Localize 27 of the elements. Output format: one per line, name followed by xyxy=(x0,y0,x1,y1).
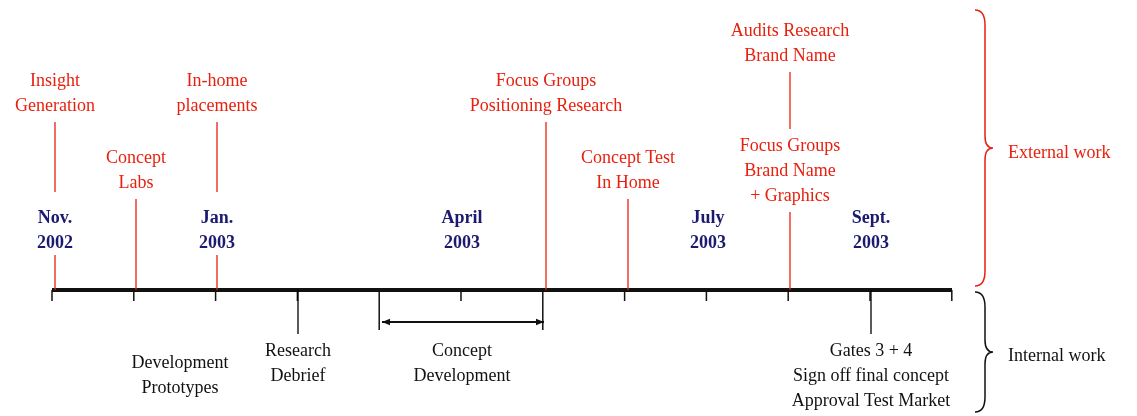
leader-line xyxy=(627,198,629,291)
leader-line xyxy=(216,121,218,291)
milestone-label: Research Debrief xyxy=(265,338,331,388)
milestone-label: Audits Research Brand Name xyxy=(730,18,850,68)
leader-line xyxy=(135,198,137,291)
milestone-label: In-home placements xyxy=(176,68,258,118)
month-label: Nov. 2002 xyxy=(37,206,73,254)
leader-line xyxy=(870,289,872,335)
note-text: Development Prototypes xyxy=(131,351,229,399)
note-text: Concept Development xyxy=(413,339,511,387)
leader-line xyxy=(545,121,547,291)
milestone-label: Gates 3 + 4 Sign off final concept Approval Test Market xyxy=(791,338,951,413)
month-label: Jan. 2003 xyxy=(199,206,235,254)
month-label: Sept. 2003 xyxy=(851,206,891,254)
milestone-label: Concept Test In Home xyxy=(581,145,675,195)
group-label: External work xyxy=(1008,141,1111,164)
leader-line xyxy=(54,121,56,291)
leader-line xyxy=(789,211,791,291)
milestone-label: Concept Labs xyxy=(106,145,166,195)
leader-line xyxy=(297,289,299,335)
group-label: Internal work xyxy=(1008,344,1106,367)
month-label: April 2003 xyxy=(441,206,483,254)
milestone-label: Focus Groups Brand Name + Graphics xyxy=(739,133,841,208)
month-label: July 2003 xyxy=(690,206,726,254)
milestone-label: Focus Groups Positioning Research xyxy=(469,68,623,118)
milestone-label: Insight Generation xyxy=(15,68,95,118)
leader-line xyxy=(789,71,791,130)
